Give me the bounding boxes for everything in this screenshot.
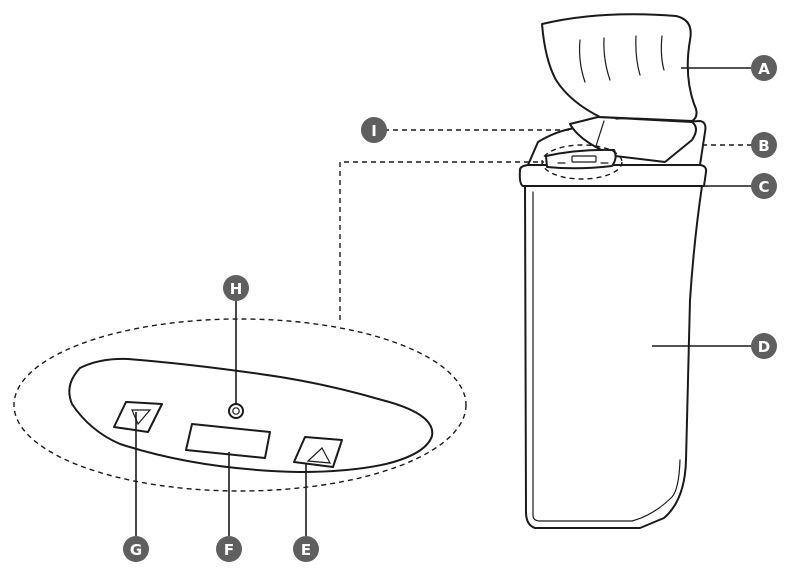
lid-rib-1 xyxy=(578,39,586,83)
badge-f-text: F xyxy=(224,541,234,559)
badge-e: E xyxy=(293,536,319,562)
lid-rib-2 xyxy=(603,37,611,81)
badge-g: G xyxy=(123,536,149,562)
badge-e-text: E xyxy=(301,541,311,559)
badge-a: A xyxy=(751,55,777,81)
badge-b: B xyxy=(751,132,777,158)
badge-a-text: A xyxy=(758,60,770,78)
triangle-down-icon xyxy=(131,409,152,426)
badge-c-text: C xyxy=(758,178,769,196)
can-body xyxy=(524,185,703,529)
badge-h-text: H xyxy=(230,280,243,298)
led-indicator-icon xyxy=(232,407,240,415)
zoom-ellipse xyxy=(13,318,467,492)
lid-rib-3 xyxy=(635,35,641,76)
sensor-panel-small xyxy=(545,148,617,170)
triangle-up-icon xyxy=(306,447,332,464)
badge-g-text: G xyxy=(130,541,142,559)
badge-c: C xyxy=(751,173,777,199)
leader-lines xyxy=(135,67,754,536)
badge-f: F xyxy=(216,536,242,562)
display-window xyxy=(185,423,271,459)
badge-i: I xyxy=(361,117,387,143)
trash-can xyxy=(518,13,708,529)
zoom-connector xyxy=(339,161,544,320)
badge-d-text: D xyxy=(758,338,770,356)
can-lid xyxy=(541,13,698,122)
badge-b-text: B xyxy=(758,137,769,155)
badge-d: D xyxy=(751,333,777,359)
indicator-light xyxy=(228,403,244,419)
control-panel-detail xyxy=(13,318,467,492)
can-opening-inner-line xyxy=(595,120,605,147)
close-button[interactable] xyxy=(293,436,343,468)
lid-rib-4 xyxy=(660,35,665,71)
badge-h: H xyxy=(223,275,249,301)
badge-i-text: I xyxy=(371,122,377,140)
can-body-inner-edge xyxy=(532,191,681,522)
can-rim xyxy=(518,164,708,187)
